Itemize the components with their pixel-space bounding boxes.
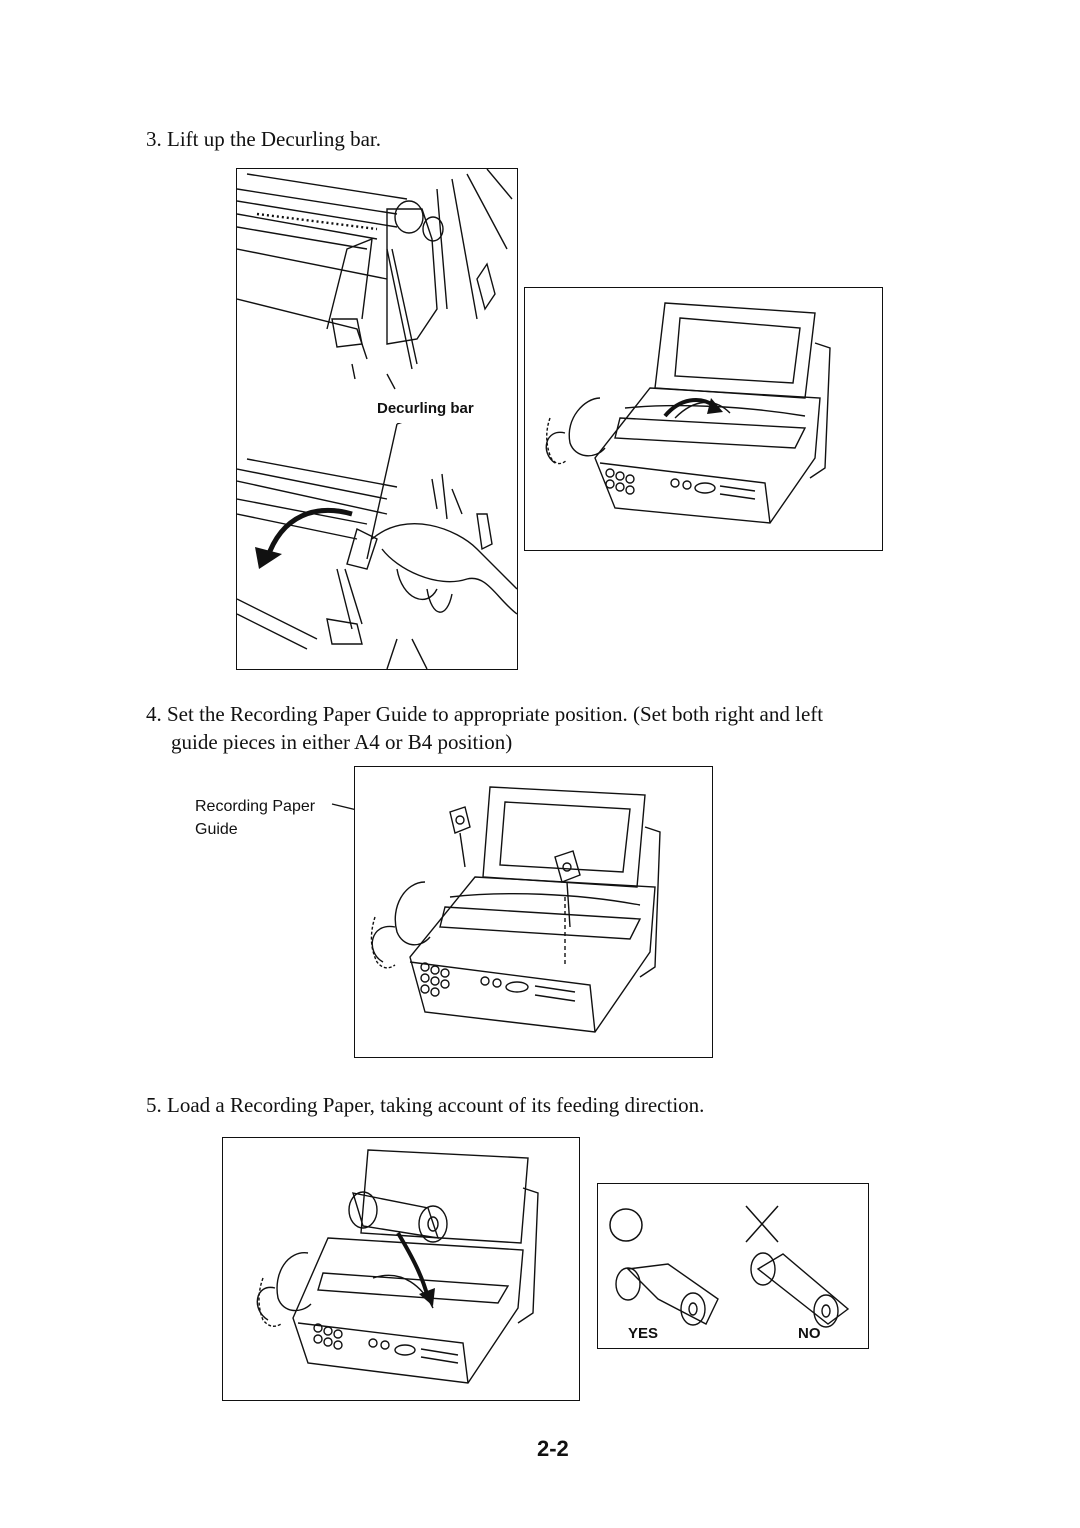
no-cross-icon (745, 1205, 779, 1243)
paper-direction-yes-no-figure: YES NO (597, 1183, 869, 1349)
page-number: 2-2 (537, 1436, 569, 1461)
load-recording-paper-figure (222, 1137, 580, 1401)
recording-paper-guide-label-line1: Recording Paper (195, 798, 316, 815)
yes-no-rolls-drawing (609, 1205, 850, 1328)
recording-paper-guide-figure (354, 766, 713, 1058)
fax-load-paper-drawing (256, 1149, 539, 1384)
step-4-text-line1: 4. Set the Recording Paper Guide to appr… (146, 702, 824, 726)
no-label: NO (798, 1325, 821, 1342)
yes-label: YES (628, 1325, 659, 1342)
step-4-text-line2: guide pieces in either A4 or B4 position… (171, 730, 513, 754)
fax-guide-drawing (370, 786, 661, 1033)
fax-decurling-overview-figure (524, 287, 883, 551)
decurling-bar-label: Decurling bar (377, 400, 474, 417)
step-5-text: 5. Load a Recording Paper, taking accoun… (146, 1093, 705, 1117)
step-3-text: 3. Lift up the Decurling bar. (146, 127, 382, 151)
recording-paper-guide-label-line2: Guide (195, 821, 238, 838)
yes-circle-icon (609, 1208, 643, 1242)
fax-open-drawing (545, 302, 831, 524)
no-roll-icon (750, 1252, 850, 1328)
decurling-closeup-drawing (237, 169, 517, 669)
decurling-closeup-figure: Decurling bar (236, 168, 518, 670)
yes-roll-icon (615, 1263, 719, 1326)
